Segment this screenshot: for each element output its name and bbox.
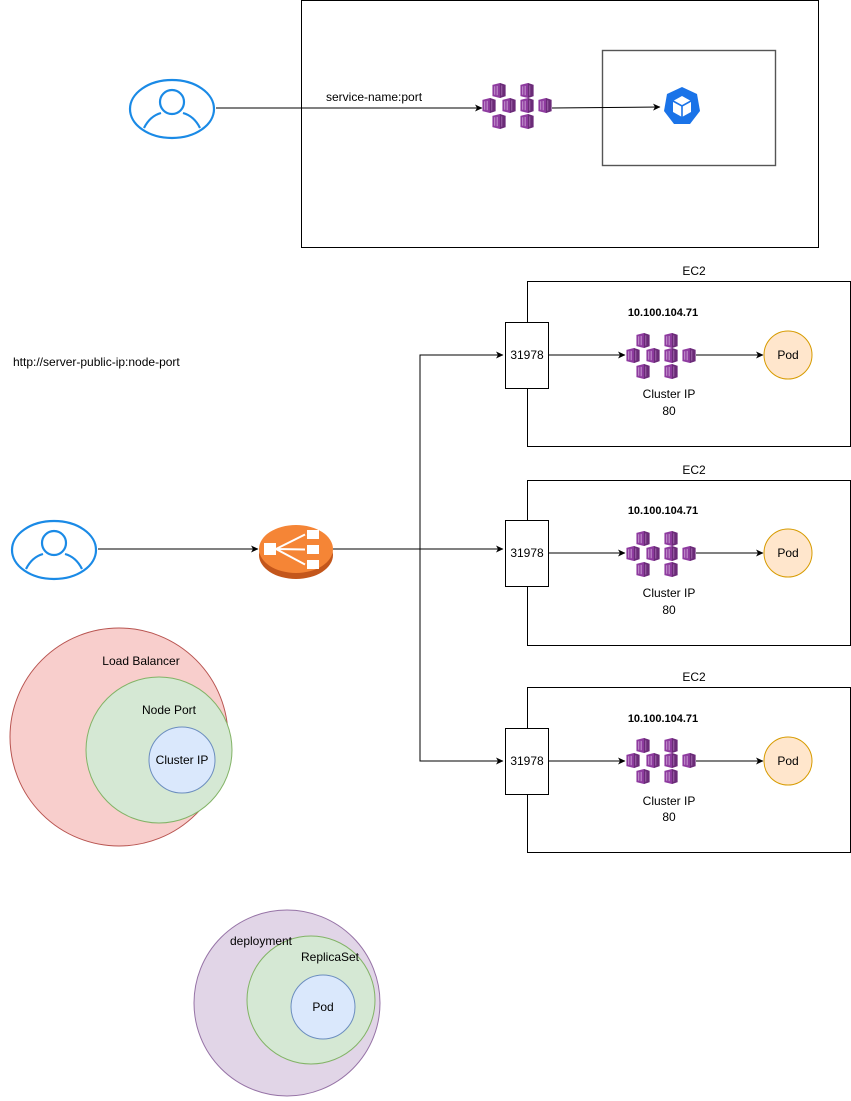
- service-port-label: 80: [662, 810, 676, 824]
- node-port-box: [505, 322, 549, 389]
- service-port-label: 80: [662, 603, 676, 617]
- ec2-title: EC2: [682, 463, 706, 477]
- ec2-node: EC2 31978 10.100.104.71 Cluster IP 80 Po…: [505, 670, 851, 853]
- service-types-venn: Load Balancer Node Port Cluster IP: [9, 627, 233, 847]
- user-icon: [128, 78, 216, 140]
- load-balancer-label: Load Balancer: [102, 654, 179, 668]
- kubernetes-service-icon: [626, 333, 695, 379]
- ec2-title: EC2: [682, 670, 706, 684]
- pod-circle: [763, 528, 813, 578]
- load-balancer-icon: [259, 525, 333, 579]
- pod-label: Pod: [312, 1000, 333, 1014]
- cluster-ip-address: 10.100.104.71: [628, 307, 698, 319]
- service-to-pod-connector: [551, 103, 661, 111]
- pod-label: Pod: [777, 546, 798, 560]
- deployment-label: deployment: [230, 934, 293, 948]
- kubernetes-service-icon: [626, 531, 695, 577]
- pod-label: Pod: [777, 348, 798, 362]
- replicaset-label: ReplicaSet: [301, 950, 360, 964]
- cluster-ip-label: Cluster IP: [156, 753, 209, 767]
- service-type-label: Cluster IP: [643, 586, 696, 600]
- node-port-label: 31978: [510, 348, 544, 362]
- lb-to-node3-connector: [419, 549, 504, 765]
- service-type-label: Cluster IP: [643, 387, 696, 401]
- cluster-ip-address: 10.100.104.71: [628, 713, 698, 725]
- service-port-label: 80: [662, 404, 676, 418]
- nodeport-url-label: http://server-public-ip:node-port: [13, 355, 180, 369]
- user-icon: [10, 519, 98, 581]
- kubernetes-service-icon: [482, 83, 551, 129]
- ec2-node: EC2 31978 10.100.104.71 Cluster IP 80 Po…: [505, 463, 851, 646]
- pod-label: Pod: [777, 754, 798, 768]
- pod-circle: [763, 330, 813, 380]
- node-port-box: [505, 728, 549, 795]
- service-name-port-label: service-name:port: [326, 90, 423, 104]
- ec2-title: EC2: [682, 264, 706, 278]
- pod-circle: [290, 974, 356, 1040]
- lb-to-node1-connector: [333, 351, 504, 550]
- node-port-label: Node Port: [142, 703, 197, 717]
- cluster-ip-circle: [148, 726, 216, 794]
- pod-circle: [763, 736, 813, 786]
- service-type-label: Cluster IP: [643, 794, 696, 808]
- cluster-boundary-box: [301, 0, 819, 248]
- ec2-node: EC2 31978 10.100.104.71 Cluster IP 80 Po…: [505, 264, 851, 447]
- cluster-ip-address: 10.100.104.71: [628, 505, 698, 517]
- kubernetes-service-icon: [626, 738, 695, 784]
- node-port-label: 31978: [510, 754, 544, 768]
- deployment-venn: deployment ReplicaSet Pod: [193, 909, 381, 1097]
- node-port-label: 31978: [510, 546, 544, 560]
- node-port-box: [505, 520, 549, 587]
- kubernetes-pod-icon: [664, 87, 700, 124]
